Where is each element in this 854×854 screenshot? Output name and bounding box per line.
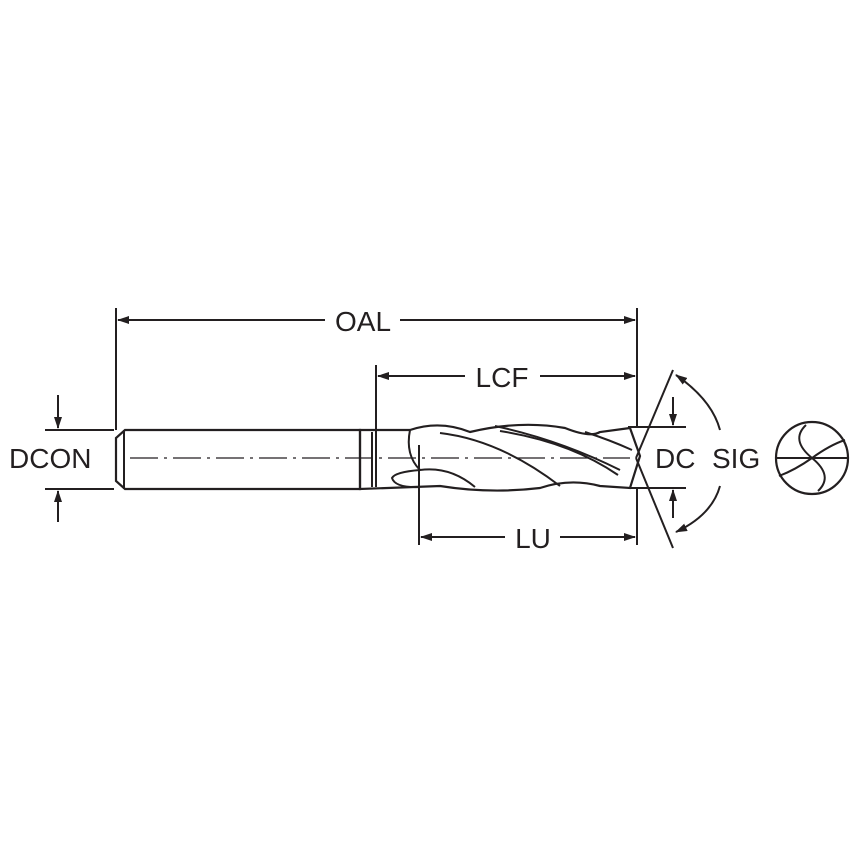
lcf-dimension: LCF	[375, 362, 636, 432]
sig-label: SIG	[712, 443, 760, 474]
lu-label: LU	[515, 523, 551, 554]
dcon-label: DCON	[9, 443, 91, 474]
oal-label: OAL	[335, 306, 391, 337]
lu-dimension: LU	[418, 445, 638, 554]
dc-dimension: DC	[628, 397, 695, 518]
lcf-label: LCF	[476, 362, 529, 393]
oal-dimension: OAL	[115, 306, 638, 430]
dc-label: DC	[655, 443, 695, 474]
shank	[114, 428, 362, 491]
dcon-dimension: DCON	[9, 395, 114, 522]
sig-dimension: SIG	[635, 369, 760, 549]
drill-end-view	[774, 420, 850, 496]
